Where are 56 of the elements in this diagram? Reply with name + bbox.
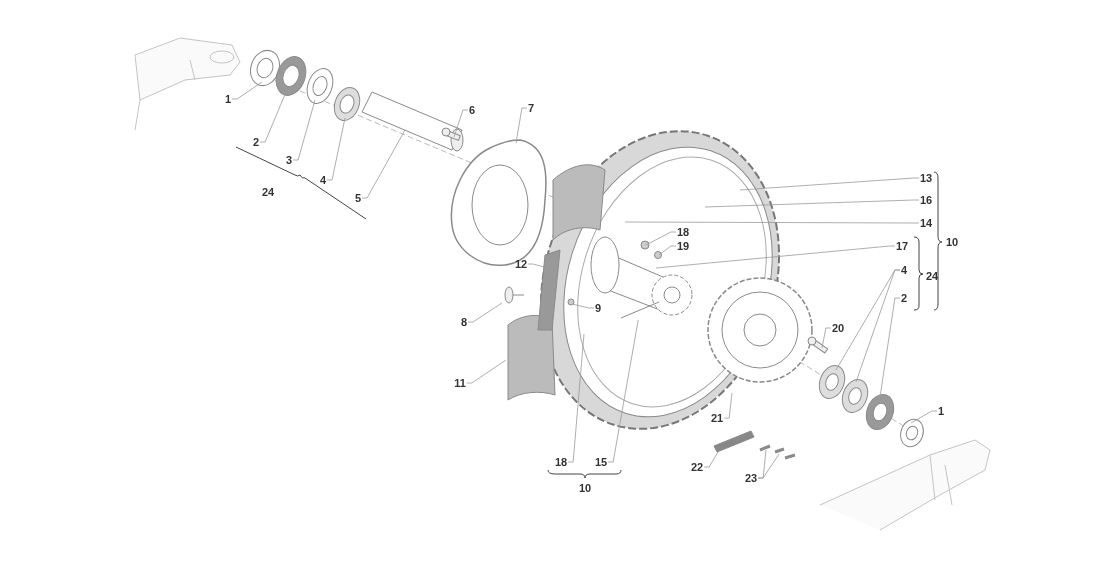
callout-number: 12	[513, 257, 529, 271]
leader-line	[453, 109, 469, 138]
callout-number: 15	[593, 455, 609, 469]
leader-line	[571, 303, 595, 309]
leader-line	[292, 99, 316, 161]
callout-number: 5	[353, 191, 363, 205]
callout-number: 18	[675, 225, 691, 239]
callout-number: 14	[918, 216, 934, 230]
leader-line	[879, 297, 901, 398]
callout-number: 23	[743, 471, 759, 485]
leader-line	[326, 117, 346, 181]
leader-line	[910, 410, 938, 424]
leader-line	[655, 245, 896, 269]
leader-line	[624, 221, 920, 224]
leader-line	[757, 453, 780, 479]
callout-number: 9	[593, 301, 603, 315]
callout-number: 8	[459, 315, 469, 329]
leader-line	[567, 333, 585, 463]
leader-line	[855, 269, 901, 383]
callout-number: 21	[709, 411, 725, 425]
leader-line	[723, 392, 733, 419]
spoke-drawing	[620, 300, 660, 320]
leader-line	[645, 231, 677, 246]
callout-number: 13	[918, 171, 934, 185]
leader-line	[704, 199, 920, 208]
callout-number: 7	[526, 101, 536, 115]
callout-number: 3	[284, 153, 294, 167]
assembly-number: 24	[260, 185, 276, 199]
callout-number: 2	[899, 291, 909, 305]
callout-number: 1	[936, 404, 946, 418]
callout-number: 2	[251, 135, 261, 149]
callout-number: 4	[899, 263, 909, 277]
leader-line	[607, 319, 639, 463]
callout-number: 20	[830, 321, 846, 335]
leader-line	[467, 302, 503, 323]
callout-number: 16	[918, 193, 934, 207]
assembly-number: 10	[944, 235, 960, 249]
leader-line	[821, 327, 832, 349]
callout-number: 11	[453, 376, 467, 390]
leader-line	[515, 107, 528, 144]
callout-number: 1	[223, 92, 233, 106]
callout-number: 4	[318, 173, 328, 187]
tire-valve-drawing	[502, 286, 526, 304]
assembly-number: 10	[577, 481, 593, 495]
callout-number: 22	[689, 460, 705, 474]
leader-line	[703, 451, 719, 468]
callout-number: 17	[894, 239, 910, 253]
callout-number: 18	[553, 455, 569, 469]
callout-number: 19	[675, 239, 691, 253]
leader-line	[466, 359, 507, 384]
leader-line	[658, 245, 677, 256]
leader-line	[361, 129, 406, 199]
leader-line	[231, 81, 263, 100]
callout-number: 6	[467, 103, 477, 117]
assembly-number: 24	[924, 269, 940, 283]
leader-line	[739, 177, 920, 191]
